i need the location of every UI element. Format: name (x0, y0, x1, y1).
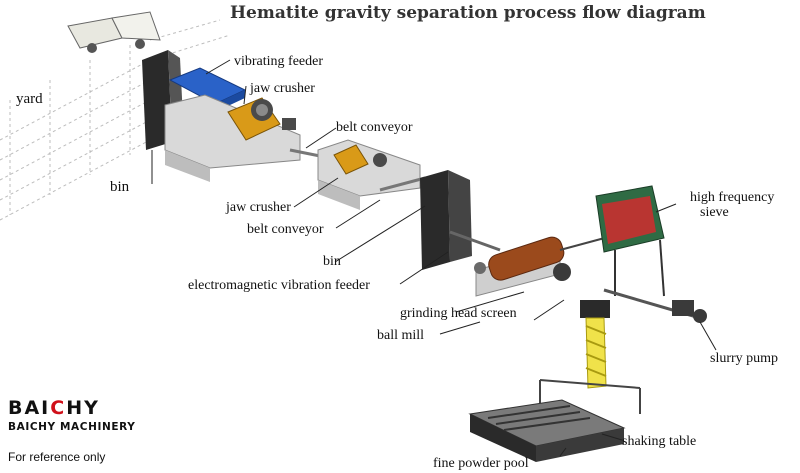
jaw-crusher-1 (227, 97, 296, 141)
jaw-crusher-2 (333, 144, 387, 175)
label-bin-1: bin (110, 179, 130, 195)
logo-prefix: BAI (8, 397, 51, 419)
label-belt-conveyor-1: belt conveyor (336, 120, 413, 135)
crusher-platform-1 (164, 94, 301, 182)
ball-mill (474, 236, 571, 297)
label-electromagnetic-vibration-feeder: electromagnetic vibration feeder (188, 278, 370, 293)
label-yard: yard (16, 91, 43, 107)
label-bin-2: bin (323, 254, 341, 269)
label-jaw-crusher-2: jaw crusher (226, 200, 291, 215)
belt-conveyor-2 (379, 176, 426, 192)
shaking-table (468, 399, 626, 462)
crusher-platform-2 (317, 139, 421, 210)
label-sieve: sieve (700, 205, 729, 220)
label-vibrating-feeder: vibrating feeder (234, 54, 324, 69)
spiral-classifier (580, 300, 610, 389)
label-high-frequency: high frequency (690, 190, 775, 205)
label-fine-powder-pool: fine powder pool (433, 456, 529, 471)
logo-suffix: HY (66, 397, 100, 419)
label-leader-lines (151, 59, 717, 457)
label-slurry-pump: slurry pump (710, 351, 779, 366)
mill-feed-conveyor (449, 230, 501, 252)
slurry-pump (603, 288, 707, 323)
label-shaking-table: shaking table (622, 434, 697, 449)
logo-accent: C (50, 397, 67, 419)
logo-subtitle: BAICHY MACHINERY (8, 421, 136, 433)
dump-truck (67, 11, 161, 53)
label-grinding-head-screen: grinding head screen (400, 306, 517, 321)
label-ball-mill: ball mill (377, 328, 425, 343)
yard-wall (0, 19, 231, 221)
reference-note: For reference only (8, 450, 106, 464)
brand-logo: BAICHY BAICHY MACHINERY (8, 398, 135, 433)
diagram-title: Hematite gravity separation process flow… (230, 3, 706, 23)
high-frequency-sieve (595, 185, 665, 297)
label-belt-conveyor-2: belt conveyor (247, 222, 324, 237)
label-jaw-crusher-1: jaw crusher (250, 81, 315, 96)
logo-wordmark: BAICHY (8, 398, 135, 418)
bin-2 (420, 170, 472, 270)
